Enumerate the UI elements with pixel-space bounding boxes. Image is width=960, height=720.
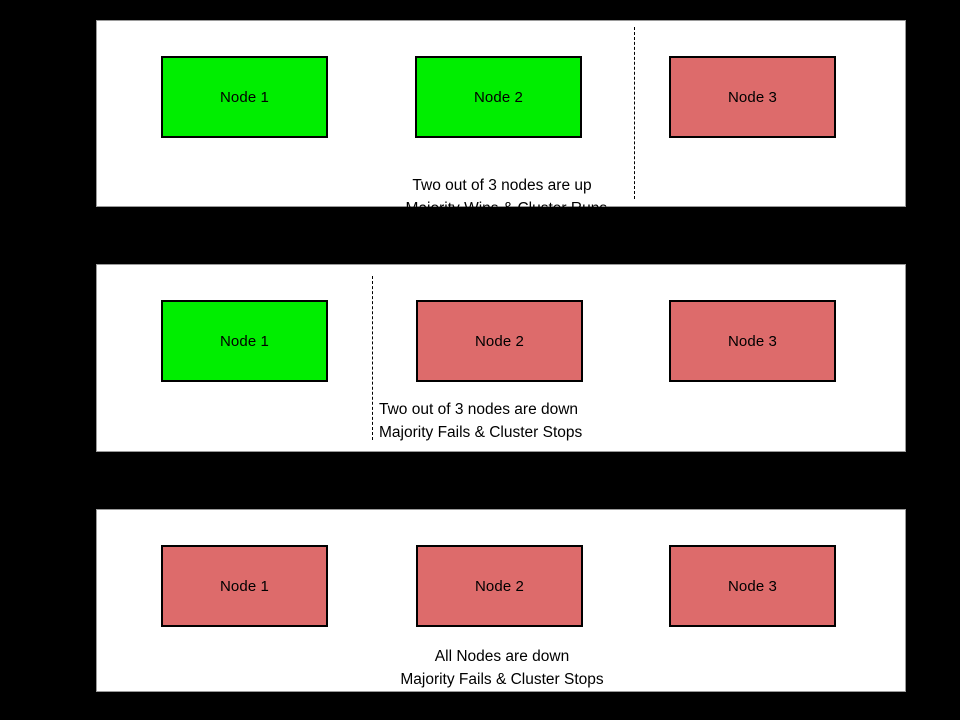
node-box-1[interactable]: Node 1 xyxy=(161,300,328,382)
node-box-3[interactable]: Node 3 xyxy=(669,300,836,382)
node-box-1[interactable]: Node 1 xyxy=(161,56,328,138)
panel-caption-line-1: All Nodes are down xyxy=(434,648,570,665)
scenario-panel-majority-down: Node 1 Node 2 Node 3 Two out of 3 nodes … xyxy=(96,264,906,452)
panel-caption-line-2: , Majority Wins & Cluster Runs xyxy=(396,200,608,217)
node-box-3[interactable]: Node 3 xyxy=(669,56,836,138)
panel-caption-line-1: Two out of 3 nodes are down xyxy=(379,401,579,418)
quorum-divider-line xyxy=(372,276,373,440)
node-label: Node 1 xyxy=(220,88,269,106)
node-label: Node 1 xyxy=(220,577,269,595)
node-label: Node 3 xyxy=(728,577,777,595)
node-box-1[interactable]: Node 1 xyxy=(161,545,328,627)
node-label: Node 2 xyxy=(475,332,524,350)
node-box-2[interactable]: Node 2 xyxy=(416,300,583,382)
node-label: Node 2 xyxy=(475,577,524,595)
node-box-2[interactable]: Node 2 xyxy=(416,545,583,627)
scenario-panel-all-down: Node 1 Node 2 Node 3 All Nodes are down … xyxy=(96,509,906,692)
node-label: Node 3 xyxy=(728,332,777,350)
node-box-3[interactable]: Node 3 xyxy=(669,545,836,627)
panel-caption-line-2: Majority Fails & Cluster Stops xyxy=(379,424,583,441)
node-label: Node 2 xyxy=(474,88,523,106)
quorum-divider-line xyxy=(634,27,635,199)
panel-caption-line-2: Majority Fails & Cluster Stops xyxy=(400,671,604,688)
node-label: Node 3 xyxy=(728,88,777,106)
node-label: Node 1 xyxy=(220,332,269,350)
panel-caption-line-1: Two out of 3 nodes are up xyxy=(412,177,592,194)
node-box-2[interactable]: Node 2 xyxy=(415,56,582,138)
scenario-panel-majority-up: Node 1 Node 2 Node 3 Two out of 3 nodes … xyxy=(96,20,906,217)
